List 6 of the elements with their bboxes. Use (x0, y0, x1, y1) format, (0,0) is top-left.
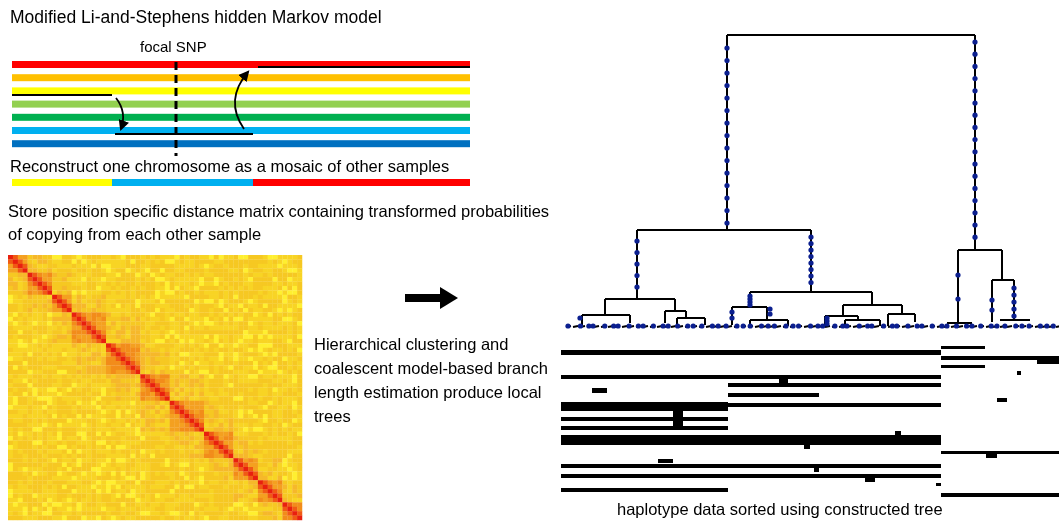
description: Hierarchical clustering and coalescent model-based branch length estimation produce local trees (314, 334, 549, 427)
caption: haplotype data sorted using constructed tree (617, 500, 943, 520)
description: Store position specific distance matrix containing transformed probabilities of copying from each other sample (8, 201, 551, 245)
axis-label: focal SNP (140, 38, 207, 56)
caption: Reconstruct one chromosome as a mosaic of other samples (10, 157, 450, 177)
diagram-title: Modified Li-and-Stephens hidden Markov model (10, 7, 382, 28)
